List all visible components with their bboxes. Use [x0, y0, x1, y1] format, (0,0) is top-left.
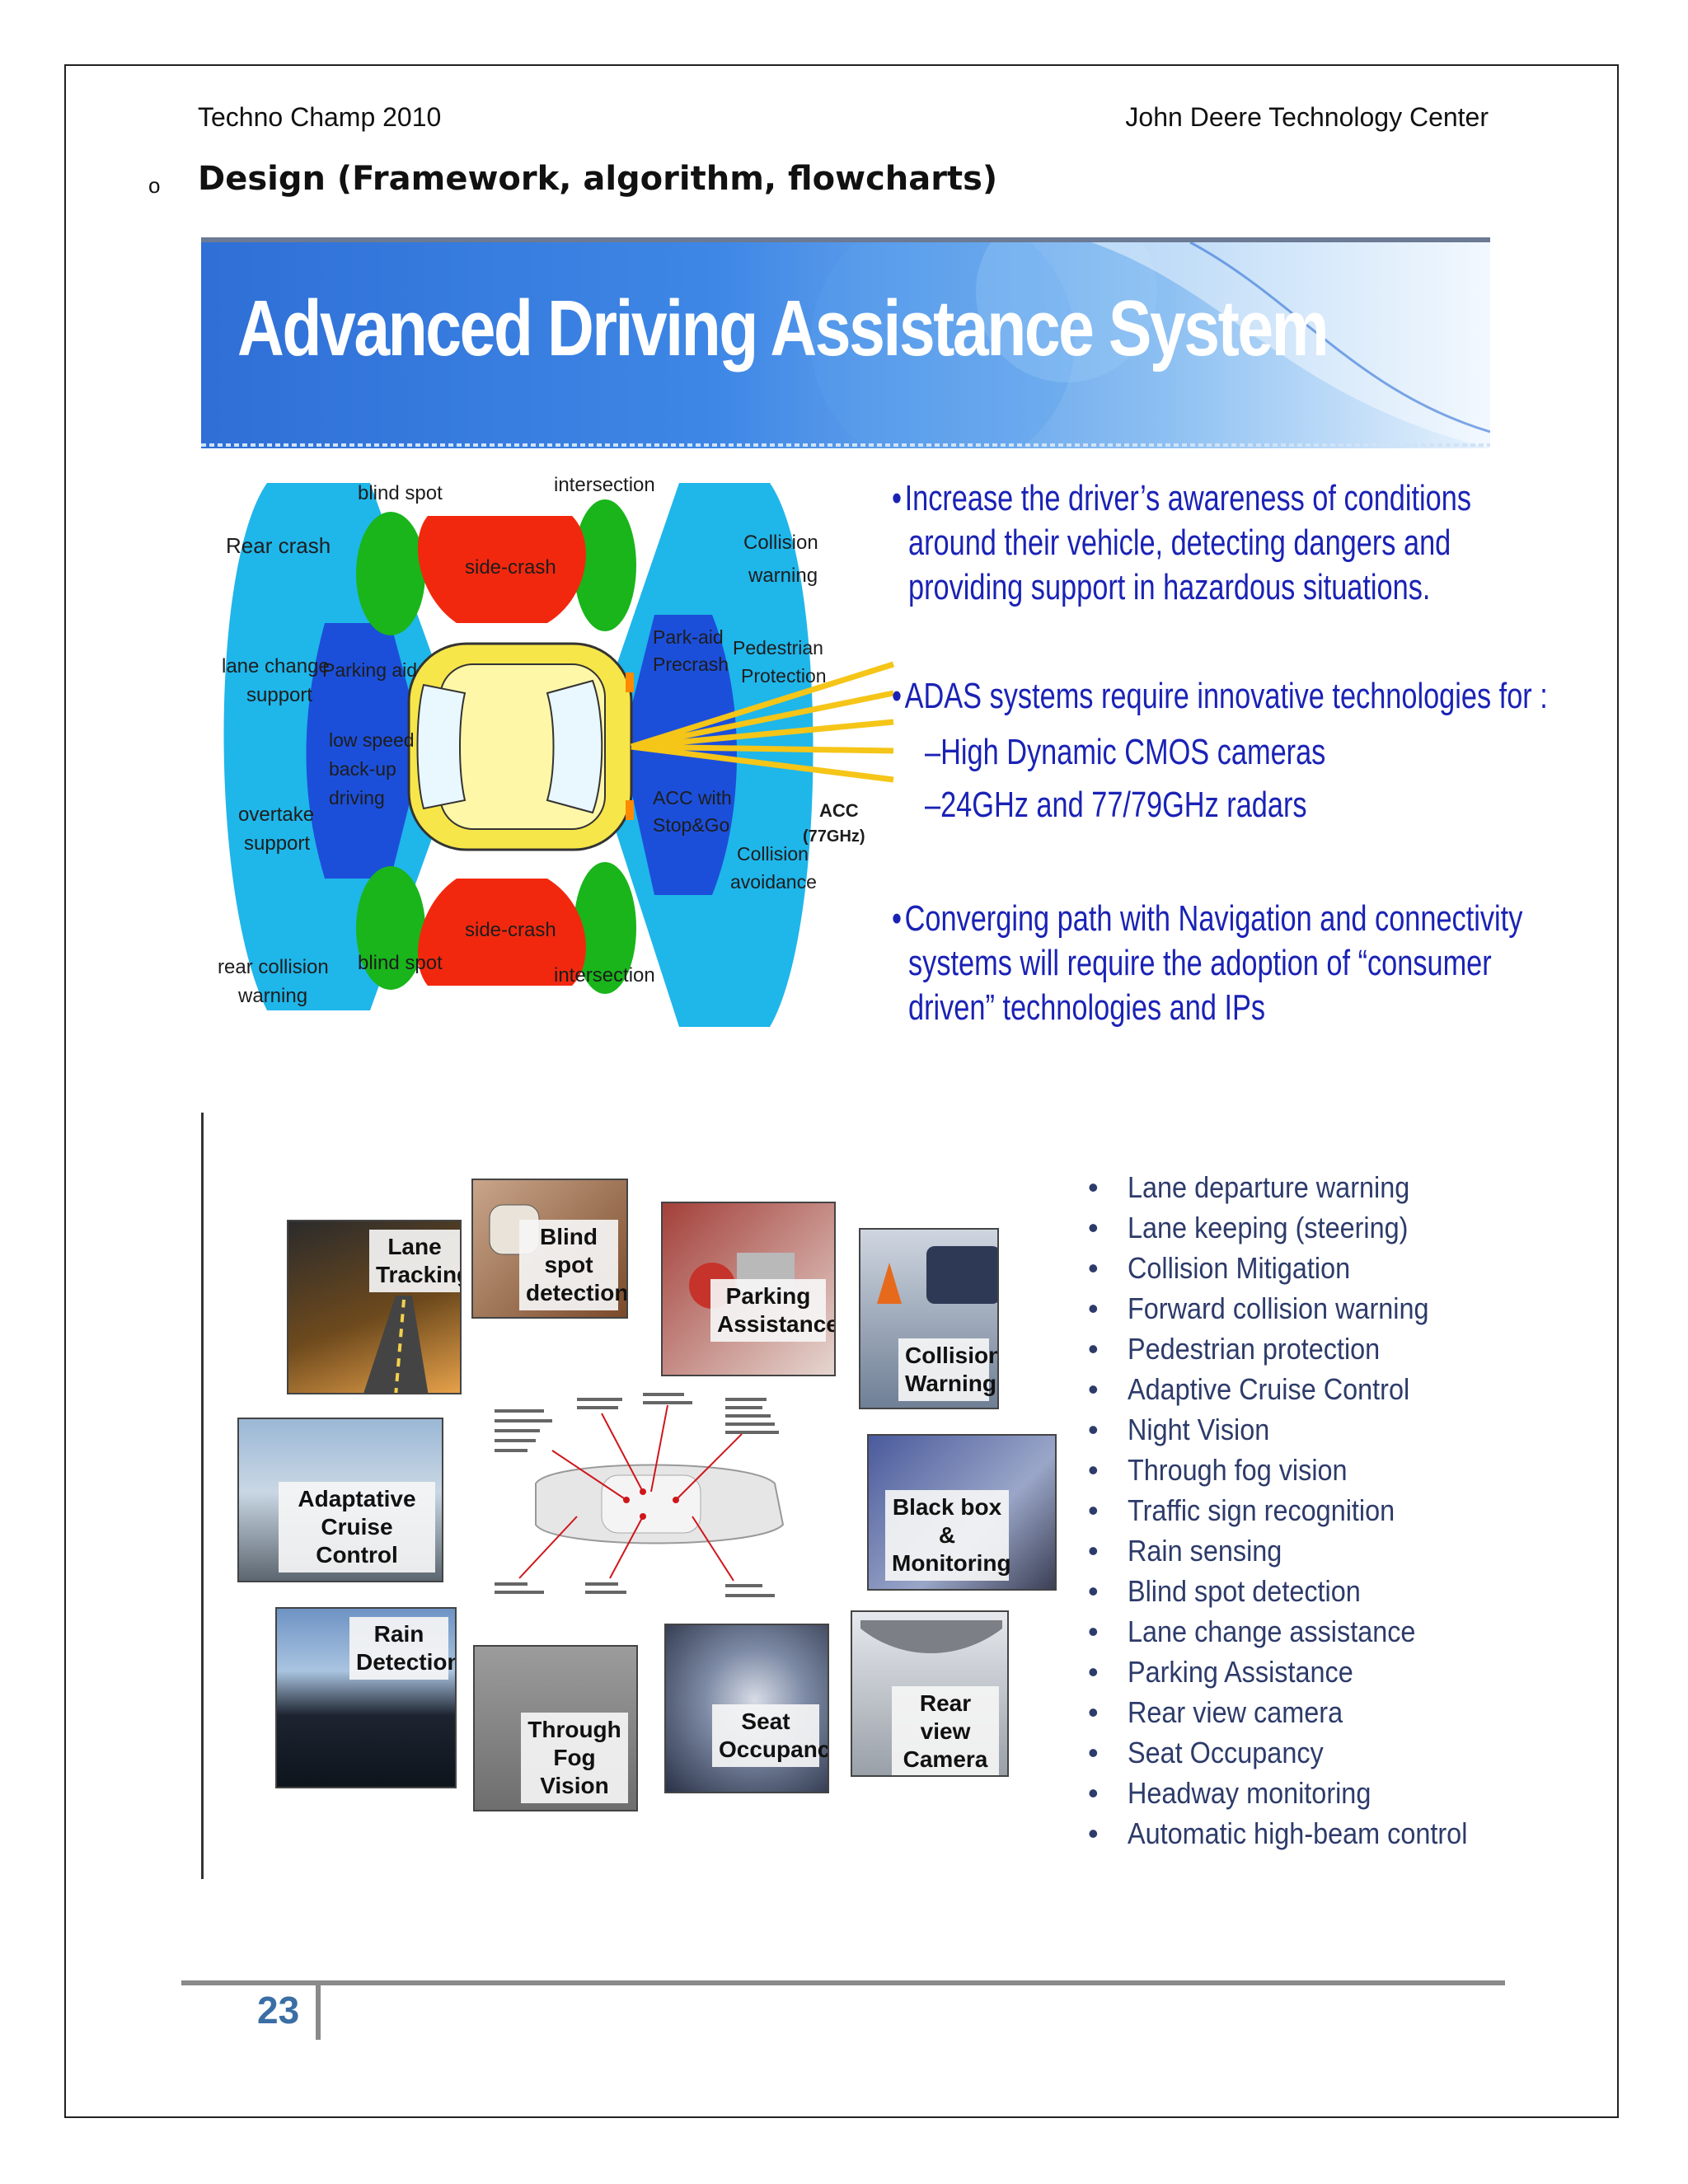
slide2-left-rule	[201, 1113, 204, 1879]
sub-bullet-cmos: –High Dynamic CMOS cameras	[925, 732, 1326, 772]
label-lane-change-1: lane change	[222, 655, 330, 677]
tile-collision-l1: Collision	[905, 1343, 999, 1368]
section-heading: Design (Framework, algorithm, flowcharts…	[198, 160, 998, 198]
bullet-converging-l2: systems will require the adoption of “co…	[908, 943, 1492, 983]
tile-acc-l2: Cruise Control	[316, 1514, 398, 1568]
footer-rule	[181, 1980, 1505, 1985]
bullet-technologies: ADAS systems require innovative technolo…	[904, 676, 1548, 716]
label-low-speed-2: back-up	[329, 758, 396, 780]
sub-bullet-radars: –24GHz and 77/79GHz radars	[925, 785, 1307, 825]
car-rear-window	[416, 683, 467, 810]
adas-zone-diagram: Rear crash lane change support overtake …	[218, 474, 895, 1027]
label-parking-aid: Parking aid	[322, 659, 417, 681]
bullet-converging-l1: Converging path with Navigation and conn…	[904, 898, 1523, 939]
tile-seat-l2: Occupancy	[719, 1736, 829, 1762]
parking-aid-zone	[306, 623, 424, 879]
page-number: 23	[257, 1989, 300, 2032]
car-windshield	[546, 679, 603, 814]
label-low-speed-3: driving	[329, 787, 385, 808]
label-intersection-top: intersection	[554, 474, 655, 496]
slide-title: Advanced Driving Assistance System	[237, 284, 1329, 373]
label-blind-spot-top: blind spot	[358, 482, 443, 504]
label-blind-spot-bottom: blind spot	[358, 952, 443, 974]
tile-seat: Seat Occupancy	[664, 1624, 829, 1793]
label-lane-change-2: support	[246, 684, 312, 706]
label-overtake-2: support	[244, 832, 310, 855]
tile-rain-l1: Rain	[373, 1621, 424, 1647]
tile-blackbox: Black box & Monitoring	[867, 1434, 1057, 1591]
adas-slide: Advanced Driving Assistance System	[201, 237, 1548, 1078]
tile-rain-l2: Detection	[356, 1649, 457, 1675]
label-pedestrian-2: Protection	[741, 665, 827, 687]
tile-parking-l1: Parking	[725, 1283, 811, 1309]
side-crash-top-zone	[417, 516, 586, 623]
label-intersection-bottom: intersection	[554, 964, 655, 987]
label-pedestrian-1: Pedestrian	[733, 637, 823, 658]
header-left-text: Techno Champ 2010	[198, 102, 442, 132]
slide-banner: Advanced Driving Assistance System	[201, 242, 1490, 448]
tile-fog-l1: Through	[528, 1717, 621, 1742]
tile-seat-l1: Seat	[741, 1708, 790, 1734]
tile-blind-spot-l1: Blind spot	[540, 1224, 598, 1277]
label-rear-collision-2: warning	[237, 985, 307, 1007]
bullet-converging-l3: driven” technologies and IPs	[908, 987, 1266, 1028]
tile-rain: Rain Detection	[275, 1607, 457, 1788]
tile-blind-spot-l2: detection	[526, 1280, 628, 1305]
label-rear-collision-1: rear collision	[218, 956, 329, 978]
bullet-awareness-l3: providing support in hazardous situation…	[908, 567, 1431, 607]
tile-lane-tracking-l2: Tracking	[376, 1262, 462, 1287]
label-side-crash-top: side-crash	[465, 556, 556, 579]
car-headlight-top	[626, 673, 634, 692]
car-headlight-bottom	[626, 800, 634, 820]
tile-parking-l2: Assistance	[717, 1311, 836, 1337]
page-number-bar	[316, 1985, 321, 2040]
side-crash-bottom-zone	[417, 879, 586, 986]
tile-acc: Adaptative Cruise Control	[237, 1418, 443, 1582]
label-collision-warning-1: Collision	[743, 532, 818, 554]
blind-spot-bottom-zone	[356, 866, 425, 990]
tile-parking: Parking Assistance	[661, 1202, 836, 1376]
sensor-beams	[630, 661, 895, 783]
tile-lane-tracking: Lane Tracking	[287, 1220, 462, 1394]
tile-rearview-l2: Camera	[903, 1746, 988, 1772]
tile-rearview-l1: Rear view	[919, 1690, 972, 1744]
tile-blackbox-l1: Black box &	[892, 1494, 1002, 1548]
header-right-text: John Deere Technology Center	[1125, 102, 1489, 132]
intersection-top-zone	[574, 499, 636, 631]
adas-feature-collage: Lane Tracking Blind spot detection Parki…	[231, 1179, 1071, 1838]
label-park-aid-1: Park-aid	[653, 626, 724, 648]
tile-blind-spot: Blind spot detection	[471, 1179, 628, 1319]
blind-spot-top-zone	[356, 512, 425, 635]
label-acc-stop-1: ACC with	[653, 787, 732, 808]
tile-acc-l1: Adaptative	[298, 1486, 416, 1511]
label-collision-avoid-1: Collision	[737, 843, 809, 865]
slide-top-rule	[201, 237, 1490, 242]
car-schematic	[478, 1393, 824, 1615]
tile-rearview: Rear view Camera	[851, 1610, 1009, 1777]
label-acc-2: (77GHz)	[803, 827, 865, 846]
label-collision-warning-2: warning	[748, 565, 818, 587]
label-park-aid-2: Precrash	[653, 654, 729, 675]
intersection-bottom-zone	[574, 862, 636, 994]
label-low-speed-1: low speed	[329, 729, 415, 751]
tile-blackbox-l2: Monitoring	[892, 1550, 1011, 1576]
bullet-awareness-l1: Increase the driver’s awareness of condi…	[904, 478, 1472, 518]
tile-collision-l2: Warning	[905, 1371, 996, 1396]
label-overtake-1: overtake	[238, 804, 314, 826]
label-rear-crash: Rear crash	[226, 533, 331, 558]
tile-fog: Through Fog Vision	[473, 1645, 638, 1811]
label-collision-avoid-2: avoidance	[730, 871, 817, 893]
page-border	[64, 64, 1619, 2118]
label-acc-1: ACC	[819, 800, 859, 821]
banner-decoration	[201, 242, 1490, 448]
tile-collision: Collision Warning	[859, 1228, 999, 1409]
label-side-crash-bottom: side-crash	[465, 919, 556, 941]
section-bullet: o	[148, 173, 161, 198]
label-acc-stop-2: Stop&Go	[653, 814, 729, 836]
tile-fog-l2: Fog Vision	[540, 1745, 609, 1798]
tile-lane-tracking-l1: Lane	[387, 1234, 442, 1259]
bullet-awareness-l2: around their vehicle, detecting dangers …	[908, 523, 1451, 563]
